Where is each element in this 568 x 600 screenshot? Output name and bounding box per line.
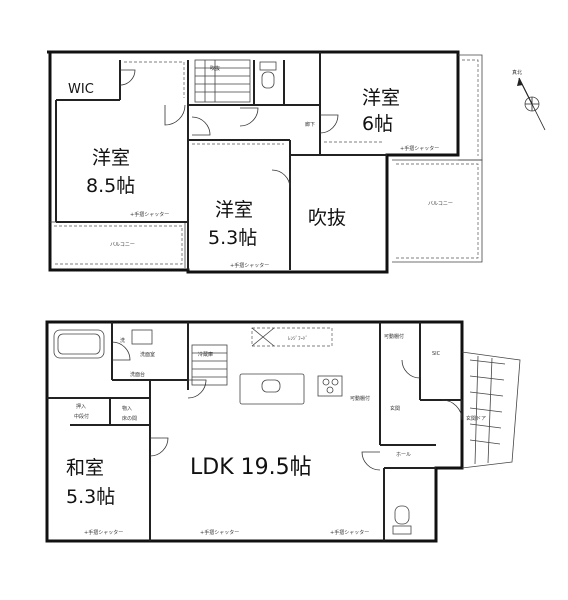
svg-text:SIC: SIC [432, 351, 441, 357]
svg-text:+手摺シャッター: +手摺シャッター [84, 529, 123, 536]
svg-text:バルコニー: バルコニー [110, 242, 135, 248]
svg-text:+手摺シャッター: +手摺シャッター [330, 529, 369, 536]
toilet-upper [259, 61, 277, 89]
svg-text:洗面台: 洗面台 [130, 371, 145, 378]
svg-text:床の間: 床の間 [122, 415, 137, 422]
bedroom-c-size: 6帖 [362, 113, 393, 135]
washitsu-size: 5.3帖 [66, 486, 115, 508]
svg-text:+手摺シャッター: +手摺シャッター [400, 145, 439, 152]
bathtub [53, 329, 105, 359]
ldk-label: LDK 19.5帖 [190, 455, 312, 480]
svg-text:洗面室: 洗面室 [140, 351, 155, 358]
svg-text:玄関ドア: 玄関ドア [466, 415, 486, 422]
bedroom-a-name: 洋室 [92, 147, 130, 169]
svg-text:ﾚﾝｼﾞﾌｰﾄﾞ: ﾚﾝｼﾞﾌｰﾄﾞ [288, 335, 308, 342]
stairs-upper [194, 59, 251, 103]
svg-text:物入: 物入 [122, 405, 132, 412]
washitsu-name: 和室 [66, 457, 104, 479]
lower-floor: 洗面室 洗 ﾚﾝｼﾞﾌｰﾄﾞ 可動棚付 可動棚付 SIC 玄関 ホール 玄関ドア… [45, 320, 521, 543]
bedroom-b-size: 5.3帖 [208, 227, 257, 249]
kitchen-island [239, 373, 343, 405]
svg-text:+手摺シャッター: +手摺シャッター [200, 529, 239, 536]
svg-text:洗: 洗 [120, 337, 125, 344]
bedroom-c-name: 洋室 [362, 87, 400, 109]
svg-text:可動棚付: 可動棚付 [350, 395, 370, 402]
svg-text:ホール: ホール [396, 452, 411, 458]
svg-text:玄関: 玄関 [390, 405, 400, 412]
bedroom-b-name: 洋室 [215, 199, 253, 221]
void-label: 吹抜 [308, 207, 346, 229]
svg-text:バルコニー: バルコニー [428, 201, 453, 207]
toilet-lower [392, 505, 412, 535]
stairs-lower [191, 344, 228, 386]
svg-text:+手摺シャッター: +手摺シャッター [130, 211, 169, 218]
compass-label: 真北 [512, 69, 522, 76]
svg-text:+手摺シャッター: +手摺シャッター [230, 262, 269, 269]
svg-text:押入: 押入 [76, 403, 86, 410]
svg-text:可動棚付: 可動棚付 [384, 333, 404, 340]
bedroom-a-size: 8.5帖 [86, 175, 135, 197]
svg-text:冷蔵庫: 冷蔵庫 [198, 351, 213, 358]
wic-label: WIC [68, 82, 94, 97]
compass-icon: 真北 [512, 69, 546, 131]
svg-text:吹抜: 吹抜 [210, 65, 220, 72]
svg-text:中段付: 中段付 [74, 413, 89, 420]
upper-floor: 廊下 吹抜 +手摺シャッター +手摺シャッター +手摺シャッター バルコニー バ… [47, 50, 483, 274]
svg-text:廊下: 廊下 [305, 121, 315, 128]
